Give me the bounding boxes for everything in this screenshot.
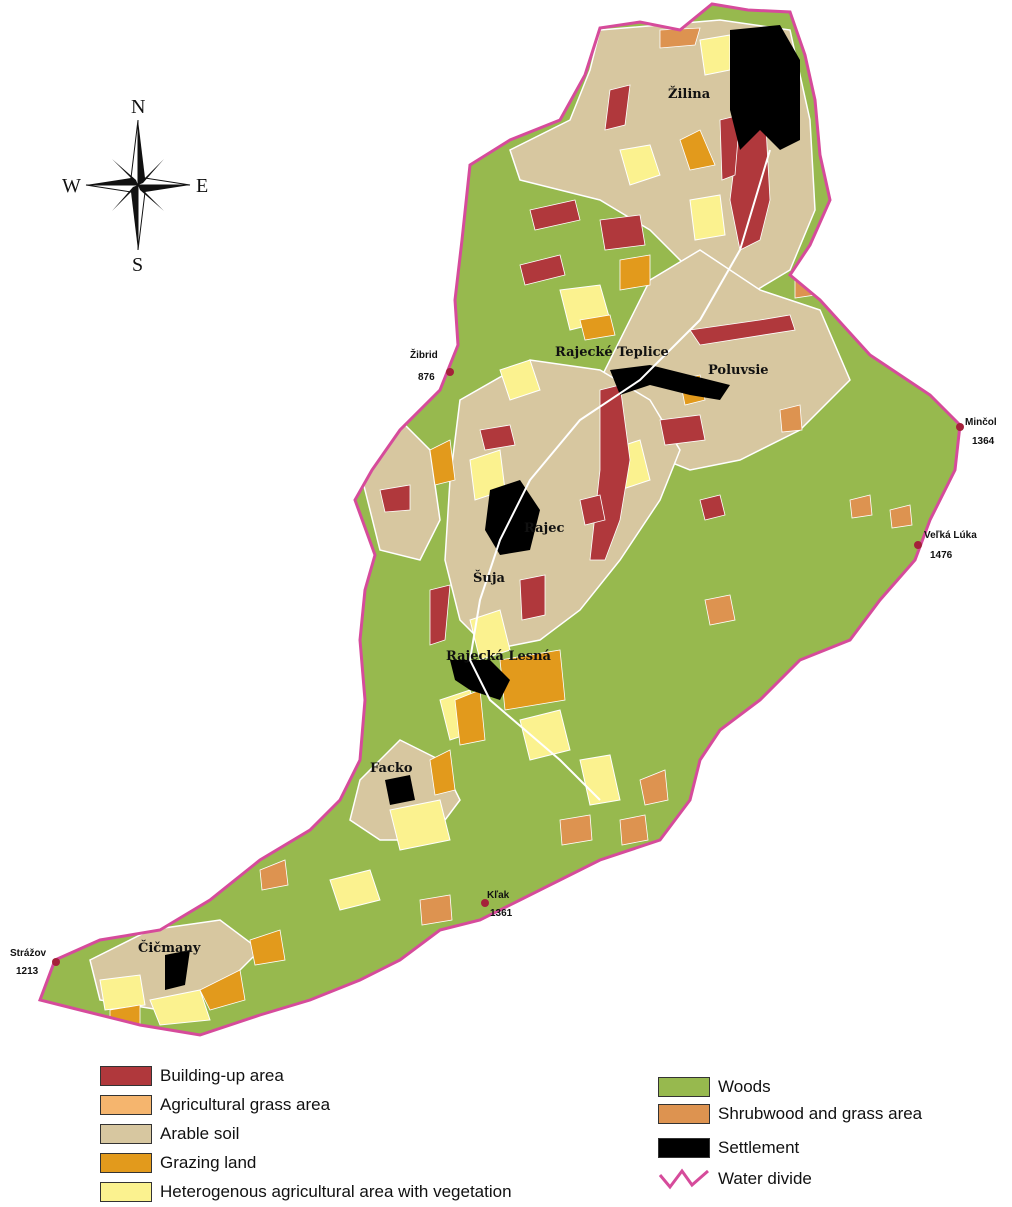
place-rajecka-lesna: Rajecká Lesná — [446, 649, 552, 664]
compass-north: N — [131, 96, 145, 118]
legend-label: Building-up area — [160, 1066, 284, 1085]
svg-text:Minčol: Minčol — [965, 417, 997, 428]
place-rajecke-teplice: Rajecké Teplice — [555, 345, 669, 360]
svg-text:1361: 1361 — [490, 908, 513, 919]
svg-text:876: 876 — [418, 372, 435, 383]
legend-swatch — [100, 1095, 152, 1115]
building-patches — [379, 84, 796, 646]
legend-swatch — [658, 1138, 710, 1158]
water-divide-icon — [658, 1168, 709, 1190]
peak-klak: Kľak 1361 — [481, 890, 513, 919]
legend-item-shrubwood-grass: Shrubwood and grass area — [658, 1102, 922, 1126]
legend-label: Grazing land — [160, 1153, 257, 1172]
legend-swatch — [658, 1077, 710, 1097]
place-suja: Šuja — [473, 569, 506, 586]
water-divide-line — [38, 2, 962, 1037]
compass-east: E — [196, 175, 208, 197]
legend-label: Woods — [718, 1077, 771, 1096]
legend-item-woods: Woods — [658, 1075, 771, 1099]
legend-label: Shrubwood and grass area — [718, 1104, 923, 1123]
legend-label: Settlement — [718, 1138, 800, 1157]
legend-item-grazing-land: Grazing land — [100, 1151, 256, 1175]
legend-item-arable-soil: Arable soil — [100, 1122, 239, 1146]
land-use-map: N S E W Žilina Rajecké Teplice Poluvsie … — [10, 2, 997, 1037]
peak-minciol: Minčol 1364 — [956, 417, 997, 447]
svg-text:1213: 1213 — [16, 966, 39, 977]
legend-label: Arable soil — [160, 1124, 240, 1143]
compass-west: W — [62, 175, 81, 197]
peak-velka-luka: Veľká Lúka 1476 — [914, 530, 977, 561]
svg-text:1476: 1476 — [930, 550, 953, 561]
svg-text:Veľká Lúka: Veľká Lúka — [924, 530, 977, 541]
legend-item-heterogenous-agricultural: Heterogenous agricultural area with vege… — [100, 1180, 512, 1204]
place-poluvsie: Poluvsie — [708, 363, 769, 378]
peak-zibrid: Žibrid 876 — [410, 348, 454, 383]
peak-strazov: Strážov 1213 — [10, 948, 60, 977]
legend-item-agricultural-grass-area: Agricultural grass area — [100, 1093, 330, 1117]
compass-south: S — [132, 254, 143, 276]
place-fackov: Facko — [370, 761, 413, 776]
svg-text:Strážov: Strážov — [10, 948, 47, 959]
compass-rose: N S E W — [62, 96, 208, 276]
legend-swatch — [658, 1104, 710, 1124]
place-zilina: Žilina — [668, 86, 711, 102]
legend-swatch — [100, 1066, 152, 1086]
legend-swatch — [100, 1124, 152, 1144]
grazing-patches — [109, 129, 716, 1029]
place-cicmany: Čičmany — [138, 939, 201, 956]
legend-label: Water divide — [718, 1169, 812, 1188]
legend-label: Agricultural grass area — [160, 1095, 331, 1114]
place-rajec: Rajec — [524, 521, 565, 536]
valley-road — [468, 149, 771, 801]
legend-label: Heterogenous agricultural area with vege… — [160, 1182, 512, 1201]
svg-text:1364: 1364 — [972, 436, 995, 447]
legend-item-water-divide: Water divide — [658, 1167, 812, 1191]
svg-text:Žibrid: Žibrid — [410, 348, 438, 361]
legend-swatch — [100, 1182, 152, 1202]
svg-text:Kľak: Kľak — [487, 890, 510, 901]
legend-item-settlement: Settlement — [658, 1136, 799, 1160]
legend-swatch — [100, 1153, 152, 1173]
hetero-patches — [99, 34, 731, 1026]
legend-item-building-up-area: Building-up area — [100, 1064, 284, 1088]
